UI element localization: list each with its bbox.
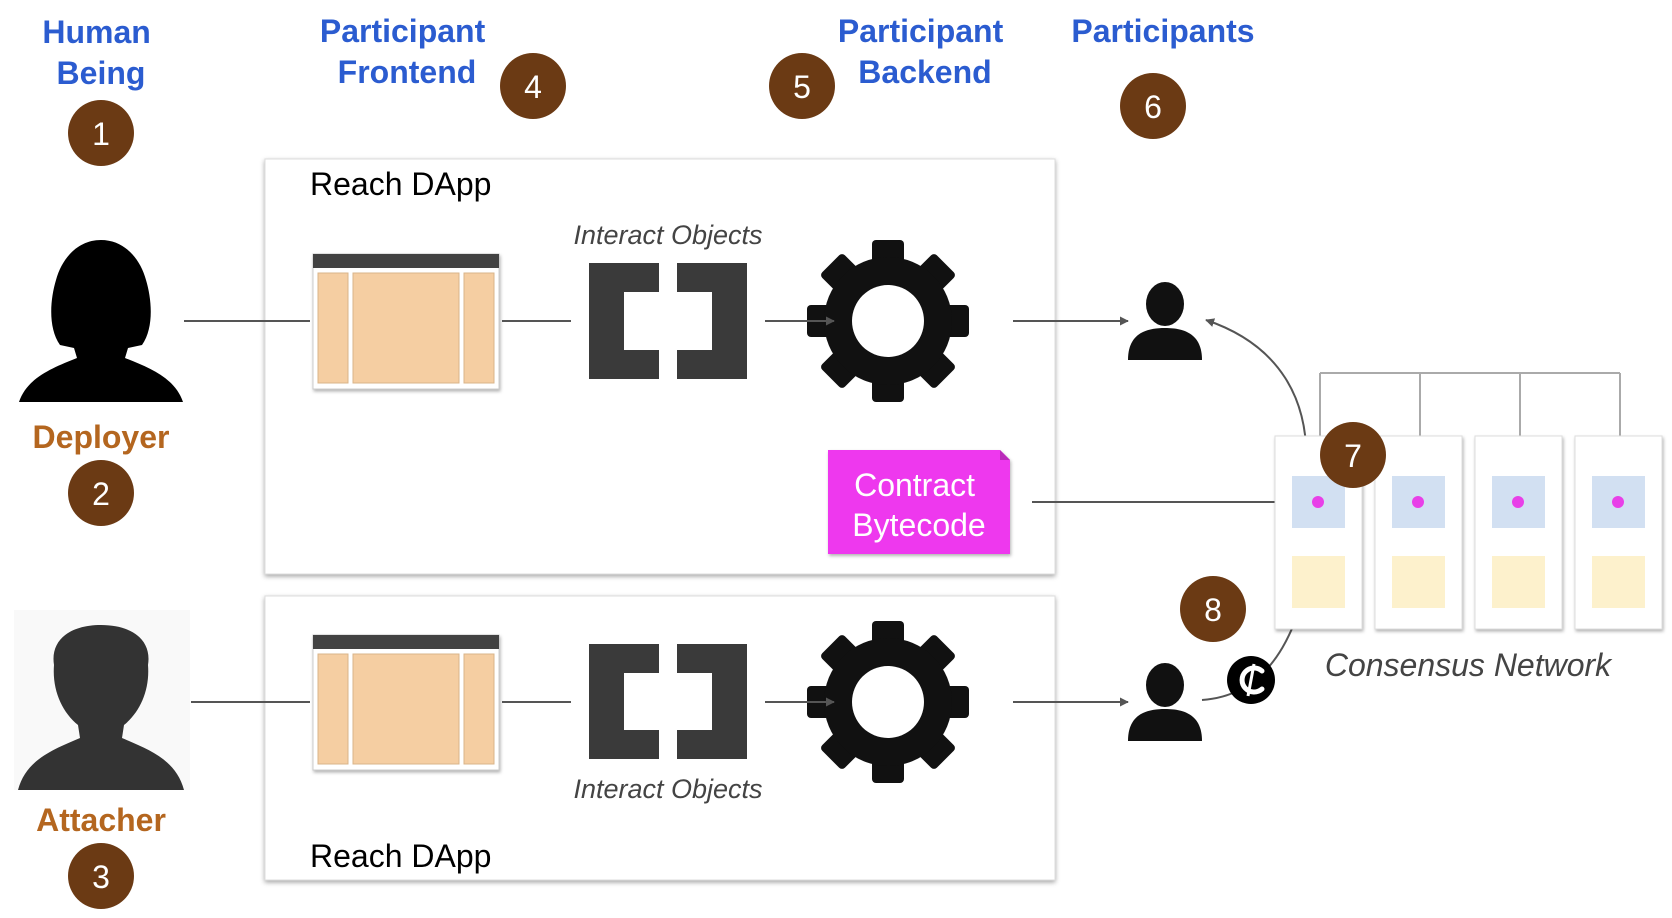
contract-bytecode-label: Contract Bytecode	[852, 467, 985, 543]
badge-4: 4	[500, 53, 566, 119]
svg-text:5: 5	[793, 69, 811, 105]
badge-6: 6	[1120, 73, 1186, 139]
badge-1: 1	[68, 100, 134, 166]
role-attacher: Attacher	[36, 802, 166, 838]
gear-icon-top	[807, 240, 969, 402]
consensus-network-bus	[1319, 372, 1621, 436]
dapp-title-attacher: Reach DApp	[310, 838, 491, 874]
svg-text:1: 1	[92, 116, 110, 152]
svg-text:2: 2	[92, 476, 110, 512]
svg-text:3: 3	[92, 859, 110, 895]
brackets-icon-top	[589, 263, 747, 379]
attacher-person-icon	[14, 610, 190, 790]
svg-text:6: 6	[1144, 89, 1162, 125]
participant-user-icon-bottom	[1128, 663, 1202, 741]
badge-2: 2	[68, 460, 134, 526]
svg-text:7: 7	[1344, 438, 1362, 474]
interact-objects-label-top: Interact Objects	[573, 220, 762, 250]
coin-icon	[1227, 656, 1275, 704]
consensus-network-label: Consensus Network	[1325, 647, 1613, 683]
frontend-window-icon-top	[312, 253, 500, 390]
connectors	[184, 316, 1322, 707]
interact-objects-label-bottom: Interact Objects	[573, 774, 762, 804]
header-participants: Participants	[1071, 13, 1254, 49]
svg-text:4: 4	[524, 69, 542, 105]
consensus-node-4	[1574, 435, 1663, 630]
consensus-node-3	[1474, 435, 1563, 630]
dapp-title-deployer: Reach DApp	[310, 166, 491, 202]
badge-8: 8	[1180, 576, 1246, 642]
frontend-window-icon-bottom	[312, 634, 500, 771]
badge-7: 7	[1320, 422, 1386, 488]
participant-user-icon-top	[1128, 282, 1202, 360]
brackets-icon-bottom	[589, 644, 747, 759]
consensus-node-2	[1374, 435, 1463, 630]
role-deployer: Deployer	[33, 419, 170, 455]
deployer-person-icon	[19, 240, 183, 402]
badge-5: 5	[769, 53, 835, 119]
gear-icon-bottom	[807, 621, 969, 783]
header-participant-frontend: Participant Frontend	[320, 13, 494, 90]
svg-text:8: 8	[1204, 592, 1222, 628]
contract-bytecode-box	[828, 450, 1010, 554]
header-participant-backend: Participant Backend	[838, 13, 1012, 90]
header-human-being: Human Being	[42, 14, 159, 91]
badge-3: 3	[68, 843, 134, 909]
